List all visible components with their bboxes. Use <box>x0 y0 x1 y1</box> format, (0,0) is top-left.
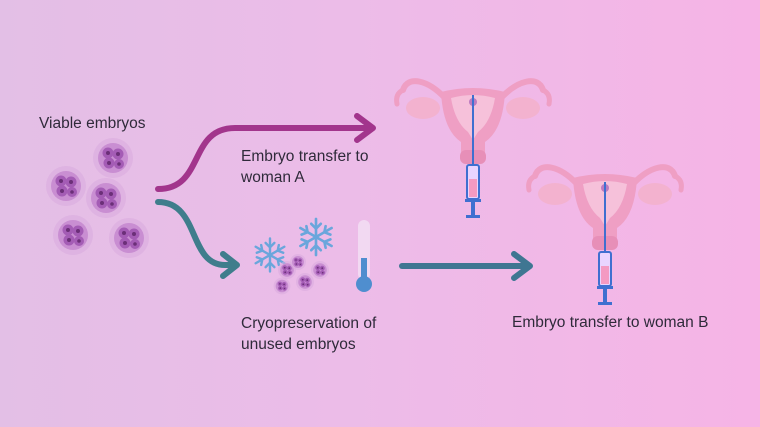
transfer-woman-b-label: Embryo transfer to woman B <box>512 314 709 331</box>
cryopreservation-line1: Cryopreservation of <box>241 315 377 332</box>
cryopreservation-label: Cryopreservation of unused embryos <box>241 313 376 355</box>
transfer-woman-a-line2: woman A <box>241 169 305 186</box>
cryopreservation-line2: unused embryos <box>241 336 356 353</box>
embryo-icon <box>53 215 93 255</box>
embryo-cluster-icon <box>46 138 149 258</box>
embryo-icon <box>86 178 126 218</box>
snowflake-icon <box>299 217 333 257</box>
embryo-icon <box>93 138 133 178</box>
transfer-woman-a-label: Embryo transfer to woman A <box>241 146 369 188</box>
embryo-icon <box>109 218 149 258</box>
thermometer-icon <box>356 220 372 292</box>
arrow-to-woman-a <box>155 113 376 192</box>
arrow-to-cryopreservation <box>155 199 240 279</box>
embryo-icon <box>46 166 86 206</box>
transfer-woman-a-line1: Embryo transfer to <box>241 148 369 165</box>
viable-embryos-label: Viable embryos <box>39 115 146 132</box>
arrow-to-woman-b <box>399 251 533 281</box>
cryo-embryos-group <box>254 217 333 295</box>
